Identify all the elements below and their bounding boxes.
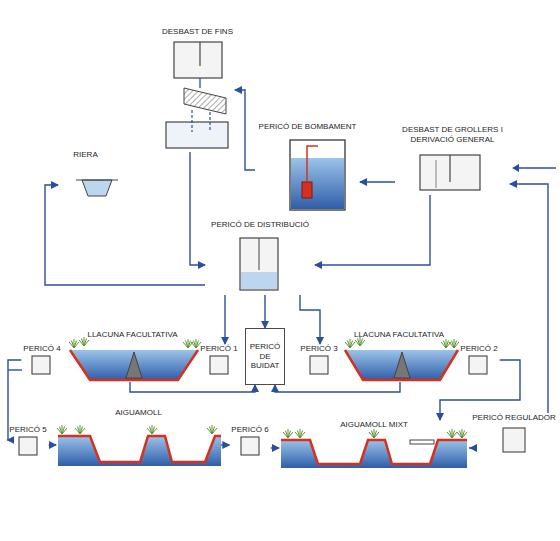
flow-pipe [221,444,229,445]
manhole: PERICÓ 4 [21,344,62,374]
flow-pipe [45,185,205,285]
node-label: LLACUNA FACULTATIVA [340,330,458,340]
node-label: PERICÓ DE BOMBAMENT [255,122,360,132]
manhole: PERICÓ 3 [298,344,339,374]
node-label: LLACUNA FACULTATIVA [65,330,200,340]
node-label: PERICÓ 2 [458,344,499,354]
flow-pipe [469,447,472,448]
node-label: AIGUAMOLL MIXT [279,420,469,430]
node-label: DESBAST DE FINS [160,27,235,37]
flow-pipe [190,152,205,265]
manhole: PERICÓ 5 [7,425,48,455]
node-label: PERICÓ DE BUIDAT [248,342,282,371]
lagoon: LLACUNA FACULTATIVA [340,330,458,382]
distribution-chamber: PERICÓ DE DISTRIBUCIÓ [205,220,315,295]
flow-pipe [224,295,225,344]
stream: RIERA [58,150,113,200]
flow-pipe [510,184,548,413]
drain-chamber: PERICÓ DE BUIDAT [245,328,285,385]
node-label: PERICÓ 5 [7,425,48,435]
flow-pipe [130,382,255,392]
manhole: PERICÓ 1 [198,344,239,374]
node-label: PERICÓ REGULADOR [470,413,558,423]
node-label: DESBAST DE GROLLERS I DERIVACIÓ GENERAL [395,125,510,144]
flow-pipe [275,382,400,392]
wetland: AIGUAMOLL [56,408,221,468]
coarse-screen: DESBAST DE GROLLERS I DERIVACIÓ GENERAL [395,125,510,195]
mixed-wetland: AIGUAMOLL MIXT [279,420,469,475]
flow-pipe [300,295,320,344]
flow-pipe [360,181,395,182]
manhole: PERICÓ 6 [229,425,270,455]
manhole: PERICÓ 2 [458,344,499,374]
lagoon: LLACUNA FACULTATIVA [65,330,200,382]
screen-unit: DESBAST DE FINS [160,27,235,152]
flow-pipe [315,195,430,265]
node-label: AIGUAMOLL [56,408,221,418]
node-label: PERICÓ 6 [229,425,270,435]
node-label: RIERA [58,150,113,160]
node-label: PERICÓ 4 [21,344,62,354]
regulator-chamber: PERICÓ REGULADOR [470,413,558,458]
flow-pipe [264,295,265,328]
flow-pipe [440,360,520,420]
node-label: PERICÓ 3 [298,344,339,354]
flow-pipe [271,447,279,448]
flow-pipe [235,90,255,170]
flow-pipe [49,444,56,445]
pump-chamber: PERICÓ DE BOMBAMENT [255,122,360,215]
node-label: PERICÓ DE DISTRIBUCIÓ [205,220,315,230]
node-label: PERICÓ 1 [198,344,239,354]
